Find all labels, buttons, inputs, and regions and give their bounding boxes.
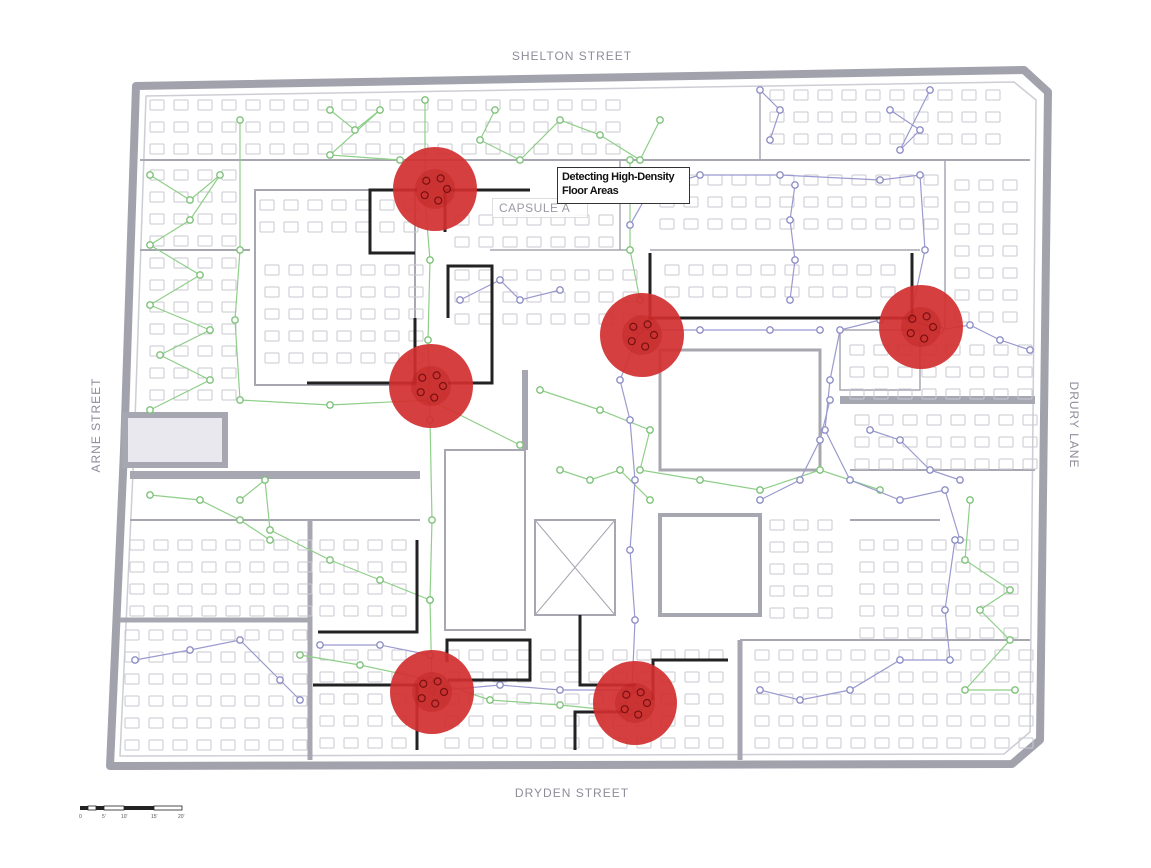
- hotspot-3: [600, 293, 684, 377]
- street-label-south: DRYDEN STREET: [515, 786, 629, 800]
- hotspot-5: [390, 650, 474, 734]
- building-outline: [106, 66, 1052, 770]
- interior-walls: [120, 90, 1035, 760]
- scale-tick-0: 0: [79, 814, 82, 820]
- hotspot-2: [389, 344, 473, 428]
- scale-tick-4: 20': [178, 814, 185, 820]
- scale-bar: 0 5' 10' 15' 20': [79, 805, 185, 820]
- hotspot-4: [879, 285, 963, 369]
- scale-tick-1: 5': [102, 814, 106, 820]
- scale-tick-3: 15': [151, 814, 158, 820]
- scale-tick-2: 10': [121, 814, 128, 820]
- callout-line-2: Floor Areas: [562, 185, 619, 197]
- desk-furniture: [124, 89, 1038, 751]
- street-label-east: DRURY LANE: [1067, 382, 1081, 469]
- callout-box: Detecting High-Density Floor Areas: [557, 167, 690, 204]
- hotspot-6: [593, 661, 677, 745]
- high-density-hotspots: [389, 147, 963, 745]
- network-purple-paths: [131, 86, 1034, 704]
- street-label-west: ARNE STREET: [89, 377, 103, 472]
- hotspot-1: [393, 147, 477, 231]
- callout-line-1: Detecting High-Density: [562, 171, 675, 183]
- street-label-north: SHELTON STREET: [512, 49, 632, 63]
